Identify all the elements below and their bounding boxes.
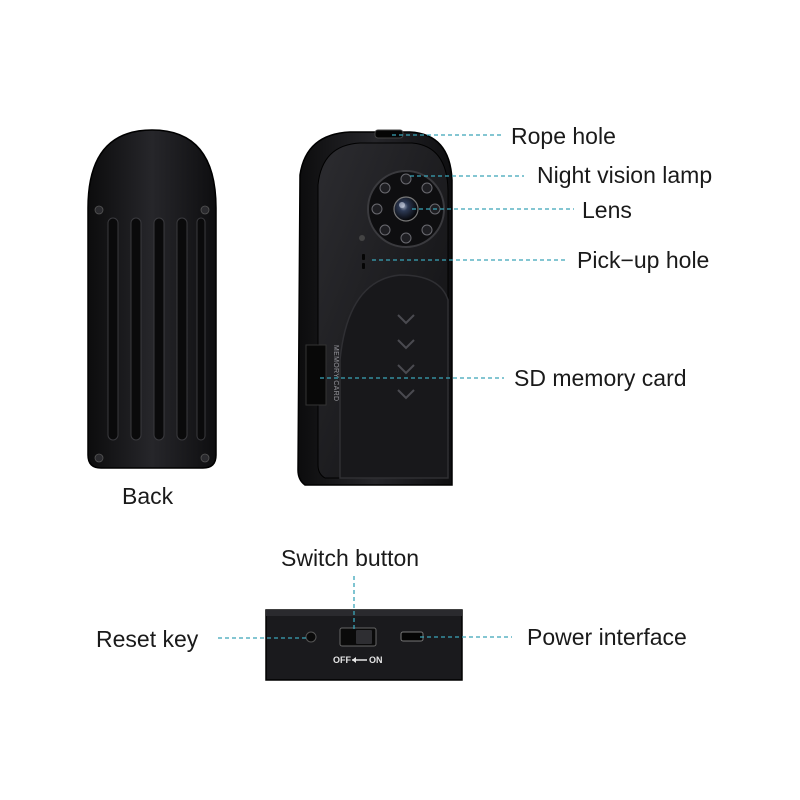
label-switch-button: Switch button bbox=[281, 545, 420, 571]
label-lens: Lens bbox=[582, 197, 632, 223]
rope-hole bbox=[374, 129, 404, 139]
reset-key bbox=[305, 631, 317, 643]
back-screws bbox=[94, 205, 210, 463]
chevron-marks bbox=[397, 314, 415, 400]
label-pickup-hole: Pick−up hole bbox=[577, 247, 710, 273]
label-back: Back bbox=[122, 483, 174, 509]
leader-lines bbox=[218, 134, 574, 639]
label-night-vision-lamp: Night vision lamp bbox=[537, 162, 713, 188]
power-port bbox=[400, 631, 424, 642]
pickup-hole bbox=[362, 254, 365, 269]
bottom-view: OFF ON bbox=[265, 609, 463, 681]
label-rope-hole: Rope hole bbox=[511, 123, 616, 149]
back-ribs bbox=[107, 217, 206, 441]
memory-card-marking: MEMORY CARD bbox=[332, 345, 339, 401]
label-reset-key: Reset key bbox=[96, 626, 199, 652]
front-view: MEMORY CARD bbox=[297, 129, 453, 486]
label-sd-memory-card: SD memory card bbox=[514, 365, 687, 391]
sd-card-slot bbox=[305, 344, 327, 406]
back-view bbox=[87, 129, 217, 469]
switch-on-marking: ON bbox=[369, 655, 383, 665]
switch-off-marking: OFF bbox=[333, 655, 351, 665]
label-power-interface: Power interface bbox=[527, 624, 687, 650]
